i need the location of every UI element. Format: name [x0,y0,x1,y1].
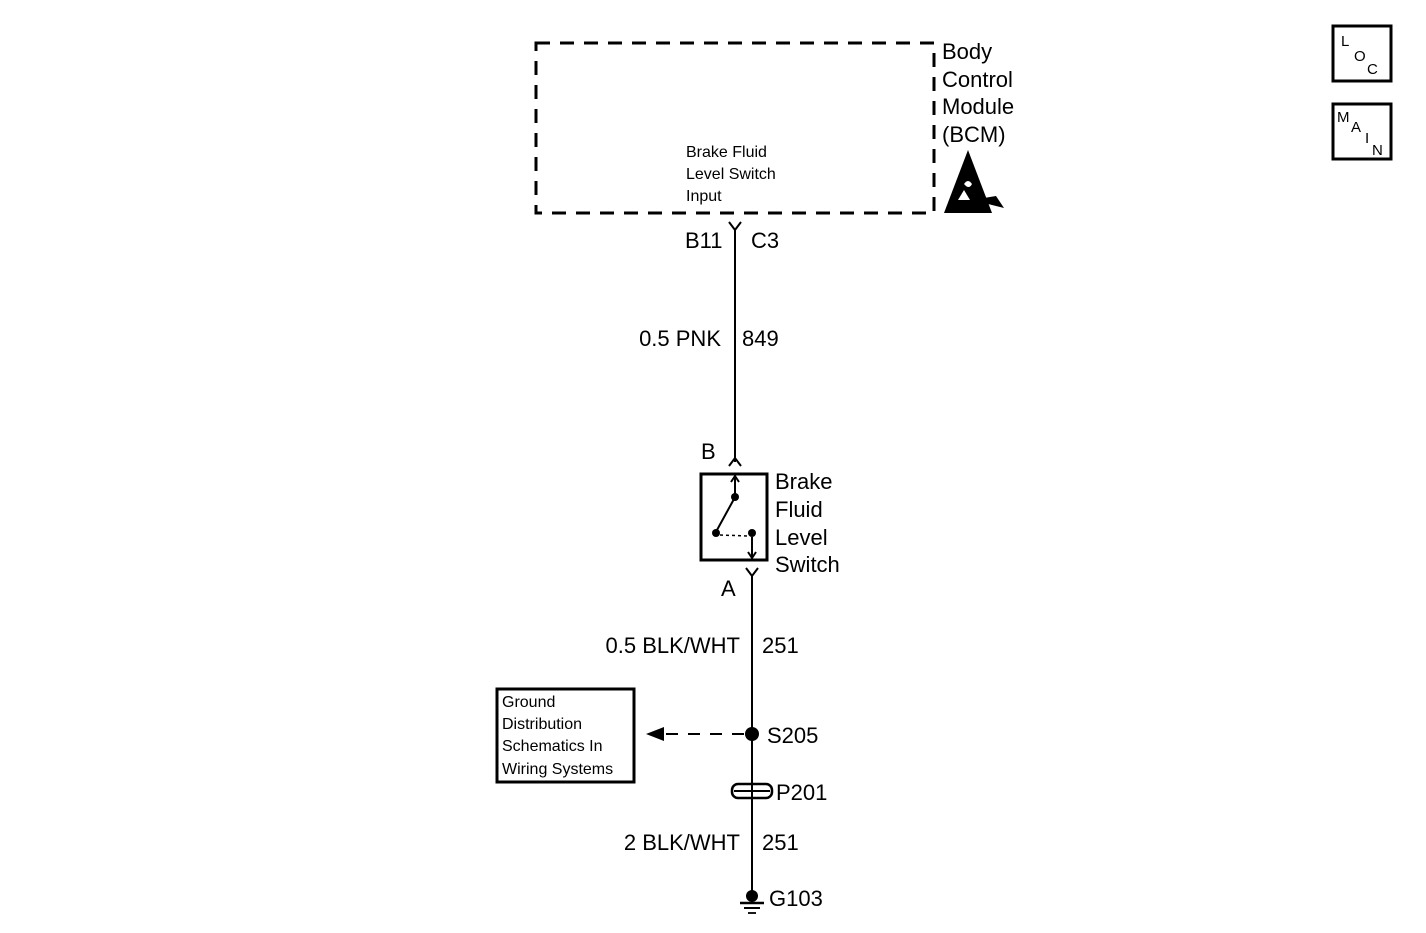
bcm-input-line-1: Brake Fluid [686,144,767,161]
bcm-terminal-symbol [728,221,742,232]
loc-letter-3: C [1367,61,1378,78]
switch-name: Brake Fluid Level Switch [775,469,840,577]
switch-pin-b-terminal [728,456,742,467]
switch-contact-icon [712,474,757,560]
esd-warning-icon [944,150,1004,213]
switch-name-line-2: Fluid [775,497,823,522]
main-letter-3: I [1365,130,1369,147]
wire-middle-circuit: 251 [762,633,799,658]
bcm-name-line-3: Module [942,94,1014,119]
switch-pin-b-label: B [701,439,716,464]
ground-ref-text[interactable]: Ground Distribution Schematics In Wiring… [502,694,613,778]
main-letter-2: A [1351,119,1361,136]
switch-name-line-4: Switch [775,552,840,577]
switch-name-line-3: Level [775,525,828,550]
ground-ref-line-1: Ground [502,694,555,711]
bcm-name-line-4: (BCM) [942,122,1006,147]
bcm-name: Body Control Module (BCM) [942,39,1020,147]
bcm-name-line-1: Body [942,39,992,64]
main-letter-1: M [1337,109,1350,126]
ground-symbol-icon [740,890,764,914]
loc-button[interactable]: L O C [1331,24,1393,83]
wire-upper-circuit: 849 [742,326,779,351]
ground-ref-box[interactable] [495,687,636,784]
bcm-pin-label: B11 [685,228,723,253]
wire-lower-gauge-color: 2 BLK/WHT [624,830,740,855]
switch-name-line-1: Brake [775,469,832,494]
ground-ref-arrow-icon [646,727,664,741]
bcm-input-line-3: Input [686,188,722,205]
wire-lower-circuit: 251 [762,830,799,855]
loc-letter-2: O [1354,48,1366,65]
bcm-name-line-2: Control [942,67,1013,92]
loc-letter-1: L [1341,33,1349,50]
pass-through-grommet-icon [730,782,774,800]
main-button[interactable]: M A I N [1331,102,1393,161]
bcm-input-label: Brake Fluid Level Switch Input [686,144,780,205]
wire-middle-gauge-color: 0.5 BLK/WHT [606,633,740,658]
ground-label: G103 [769,886,823,911]
ground-ref-line-3: Schematics In [502,738,602,755]
bcm-connector-label: C3 [751,228,779,253]
main-letter-4: N [1372,142,1383,159]
ground-ref-line-4: Wiring Systems [502,761,613,778]
splice-dot [745,727,759,741]
switch-pin-a-terminal [745,567,759,578]
wire-upper-gauge-color: 0.5 PNK [639,326,721,351]
ground-ref-line-2: Distribution [502,716,582,733]
bcm-input-line-2: Level Switch [686,166,776,183]
bcm-module-box [534,41,936,215]
switch-pin-a-label: A [721,576,736,601]
splice-label: S205 [767,723,818,748]
pass-through-label: P201 [776,780,827,805]
